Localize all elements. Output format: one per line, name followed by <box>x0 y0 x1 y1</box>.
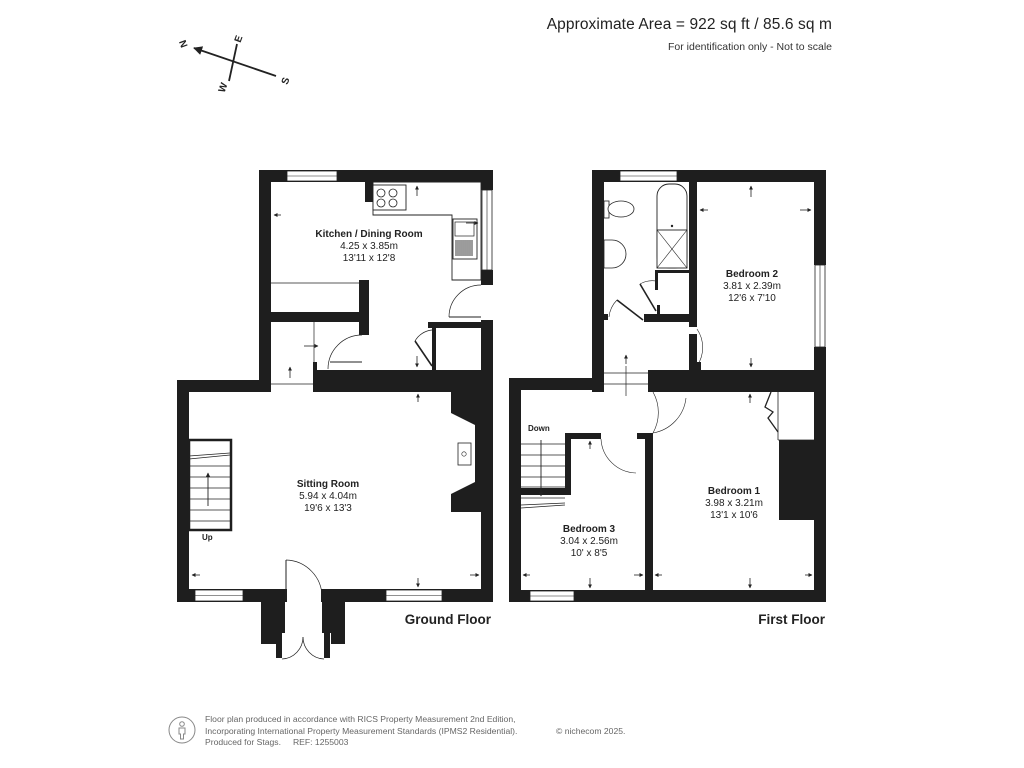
room-name-kitchen: Kitchen / Dining Room <box>315 229 422 240</box>
room-name-bedroom-3: Bedroom 3 <box>563 524 616 535</box>
footer-text: Floor plan produced in accordance with R… <box>205 714 517 749</box>
area-header: Approximate Area = 922 sq ft / 85.6 sq m… <box>547 16 832 53</box>
scale-disclaimer: For identification only - Not to scale <box>668 41 832 53</box>
first-floor-plan <box>509 170 826 602</box>
room-metric-bedroom-2: 3.81 x 2.39m <box>723 281 781 292</box>
room-imperial-bedroom-2: 12'6 x 7'10 <box>728 293 776 304</box>
reference-number: REF: 1255003 <box>292 737 349 747</box>
compass-e: E <box>233 34 246 44</box>
room-name-bedroom-1: Bedroom 1 <box>708 486 761 497</box>
stairs-down-label: Down <box>528 424 550 433</box>
compass-n: N <box>176 39 189 50</box>
room-imperial-bedroom-3: 10' x 8'5 <box>571 548 608 559</box>
room-imperial-bedroom-1: 13'1 x 10'6 <box>710 510 758 521</box>
approximate-area: Approximate Area = 922 sq ft / 85.6 sq m <box>546 16 832 33</box>
person-icon <box>168 716 196 744</box>
room-name-sitting-room: Sitting Room <box>297 479 359 490</box>
copyright: © nichecom 2025. <box>556 725 626 736</box>
produced-for: Produced for Stags. <box>205 737 281 747</box>
footer-line-2: Incorporating International Property Mea… <box>205 725 518 736</box>
stairs-up-label: Up <box>202 533 213 542</box>
footer: Floor plan produced in accordance with R… <box>168 714 688 754</box>
compass-w: W <box>217 81 231 94</box>
footer-line-3: Produced for Stags. REF: 1255003 <box>205 737 517 749</box>
footer-line-1: Floor plan produced in accordance with R… <box>205 714 516 724</box>
room-metric-sitting-room: 5.94 x 4.04m <box>299 491 357 502</box>
room-imperial-sitting-room: 19'6 x 13'3 <box>304 503 352 514</box>
first-floor-label: First Floor <box>758 612 825 627</box>
compass-rose-icon: N E S W <box>176 34 293 94</box>
ground-floor-label: Ground Floor <box>405 612 492 627</box>
room-metric-bedroom-1: 3.98 x 3.21m <box>705 498 763 509</box>
room-metric-kitchen: 4.25 x 3.85m <box>340 241 398 252</box>
room-name-bedroom-2: Bedroom 2 <box>726 269 779 280</box>
ground-floor-plan <box>177 170 493 660</box>
room-imperial-kitchen: 13'11 x 12'8 <box>343 253 396 264</box>
compass-s: S <box>280 76 293 86</box>
room-metric-bedroom-3: 3.04 x 2.56m <box>560 536 618 547</box>
